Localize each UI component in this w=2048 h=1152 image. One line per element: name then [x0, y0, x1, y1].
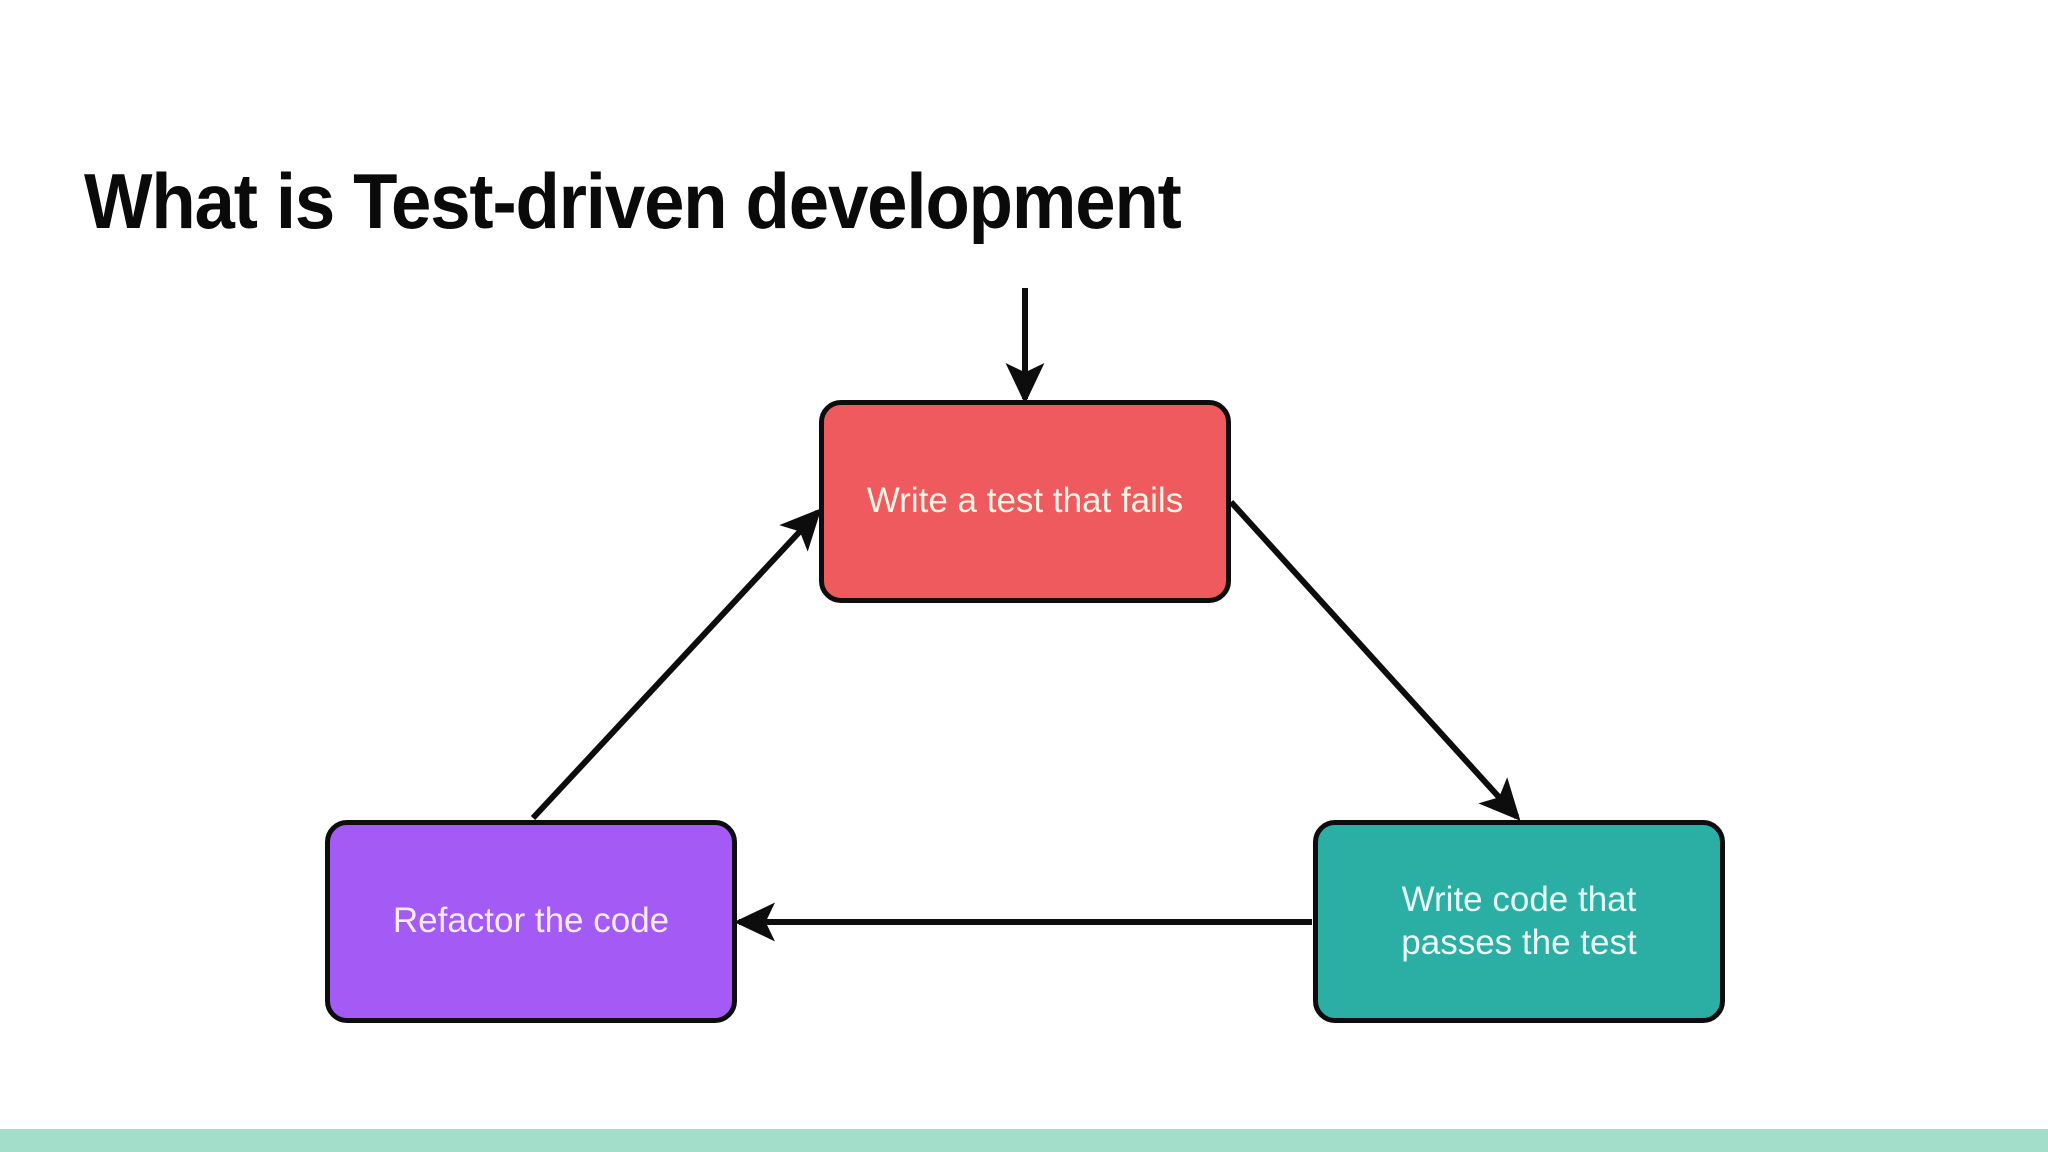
node-refactor-the-code[interactable]: Refactor the code [325, 820, 737, 1023]
page-title: What is Test-driven development [84, 157, 1182, 246]
node-write-code-that-passes-the-test[interactable]: Write code that passes the test [1313, 820, 1725, 1023]
node-label: Refactor the code [392, 901, 670, 941]
node-write-a-test-that-fails[interactable]: Write a test that fails [819, 400, 1231, 603]
node-label: Write a test that fails [866, 481, 1184, 521]
arrow-write-test-to-write-code [1228, 499, 1521, 821]
arrow-refactor-to-write-test [530, 508, 822, 821]
bottom-accent-bar [0, 1129, 2048, 1152]
node-label: Write code that passes the test [1401, 879, 1637, 962]
